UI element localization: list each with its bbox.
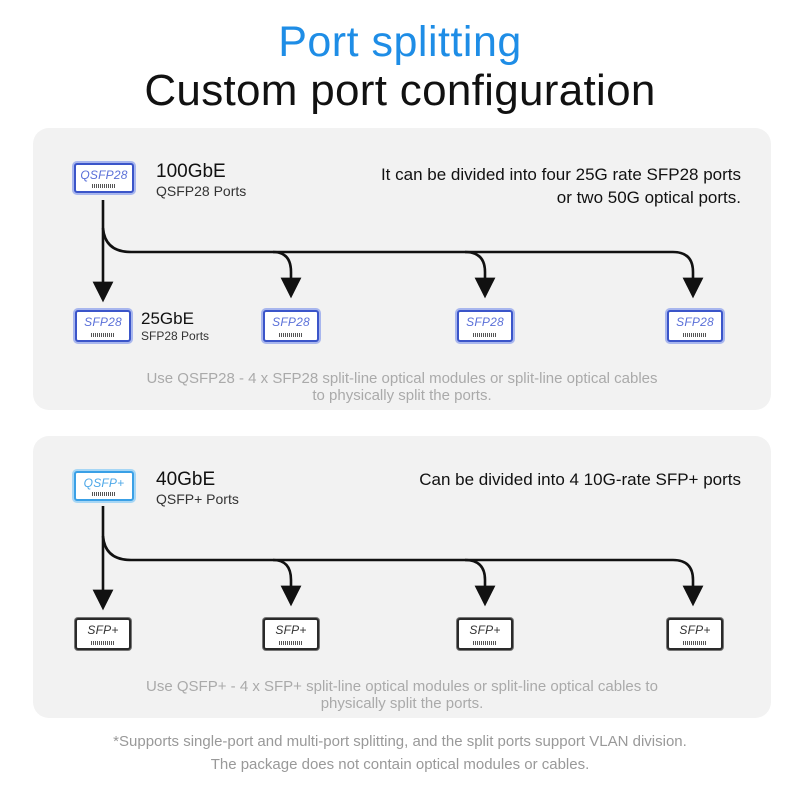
qsfp-plus-source-port-icon: QSFP+ xyxy=(74,471,134,501)
split-type: SFP28 Ports xyxy=(141,329,210,343)
sfp28-port-icon: SFP28 xyxy=(75,310,131,342)
sfp-plus-port-icon: SFP+ xyxy=(263,618,319,650)
split-lines-graphic xyxy=(92,506,704,611)
source-type: QSFP28 Ports xyxy=(156,183,247,199)
split-description: It can be divided into four 25G rate SFP… xyxy=(380,165,741,207)
split-note: Use QSFP+ - 4 x SFP+ split-line optical … xyxy=(146,678,658,712)
page-subtitle: Custom port configuration xyxy=(144,66,656,115)
sfp-plus-port-icon: SFP+ xyxy=(667,618,723,650)
split-lines-graphic xyxy=(92,200,704,303)
pins-icon xyxy=(91,333,115,337)
qsfp-plus-panel: QSFP+ 40GbE QSFP+ Ports Can be divided i… xyxy=(33,436,771,718)
pins-icon xyxy=(91,641,115,645)
footnote: *Supports single-port and multi-port spl… xyxy=(113,733,687,773)
split-note: Use QSFP28 - 4 x SFP28 split-line optica… xyxy=(146,370,658,404)
sfp-plus-port-icon: SFP+ xyxy=(75,618,131,650)
sfp28-port-icon: SFP28 xyxy=(263,310,319,342)
page-title: Port splitting xyxy=(278,18,522,66)
sfp-plus-port-icon: SFP+ xyxy=(457,618,513,650)
pins-icon xyxy=(683,641,707,645)
qsfp28-source-port-icon: QSFP28 xyxy=(74,163,134,193)
qsfp28-panel: QSFP28 100GbE QSFP28 Ports It can be div… xyxy=(33,128,771,410)
source-speed: 40GbE xyxy=(156,469,216,490)
pins-icon xyxy=(683,333,707,337)
pins-icon xyxy=(473,333,497,337)
pins-icon xyxy=(92,184,116,188)
split-speed: 25GbE xyxy=(141,309,194,328)
source-type: QSFP+ Ports xyxy=(156,491,239,507)
split-description: Can be divided into 4 10G-rate SFP+ port… xyxy=(419,470,741,489)
sfp28-port-icon: SFP28 xyxy=(667,310,723,342)
pins-icon xyxy=(92,492,116,496)
pins-icon xyxy=(279,641,303,645)
pins-icon xyxy=(279,333,303,337)
sfp28-port-icon: SFP28 xyxy=(457,310,513,342)
source-speed: 100GbE xyxy=(156,161,226,182)
pins-icon xyxy=(473,641,497,645)
